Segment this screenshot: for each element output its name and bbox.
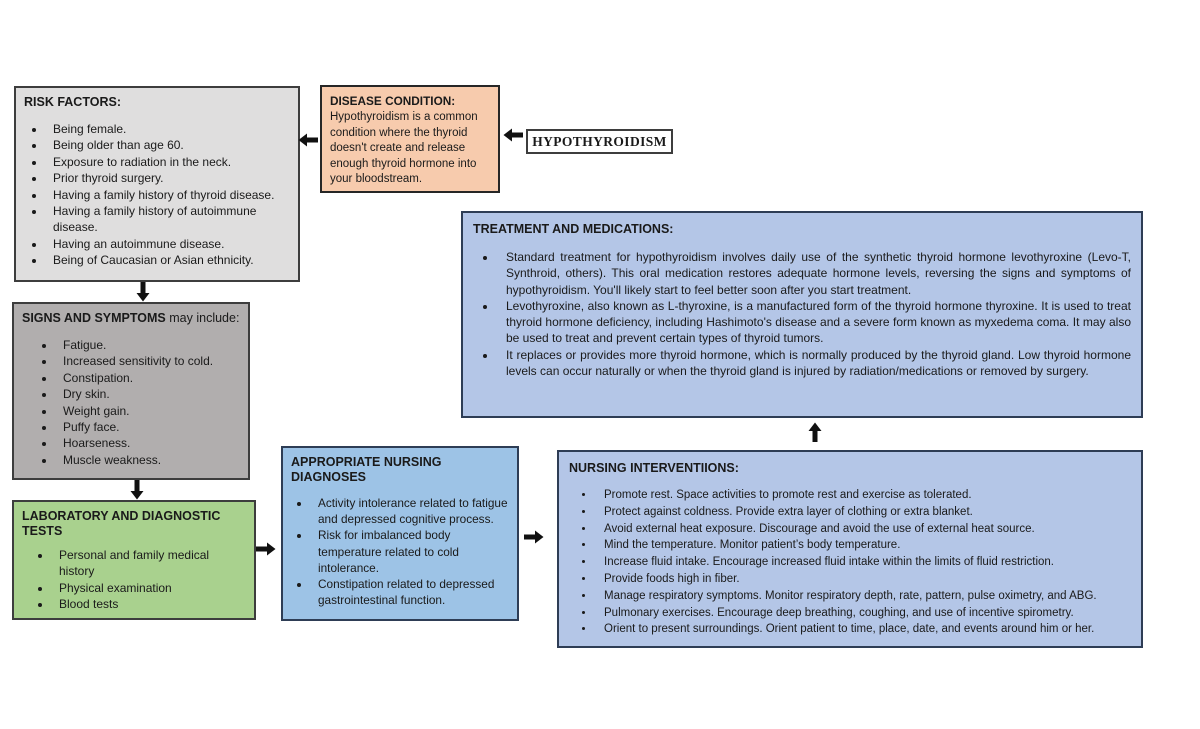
- list-item: Increase fluid intake. Encourage increas…: [595, 554, 1131, 571]
- list-item: Being older than age 60.: [46, 137, 290, 153]
- treatment-medications-heading: TREATMENT AND MEDICATIONS:: [473, 222, 674, 236]
- signs-to-laboratory-arrow-down-icon: [130, 480, 144, 500]
- list-item: Activity intolerance related to fatigue …: [311, 495, 509, 527]
- list-item: Having an autoimmune disease.: [46, 236, 290, 252]
- list-item: Provide foods high in fiber.: [595, 571, 1131, 588]
- list-item: Having a family history of thyroid disea…: [46, 187, 290, 203]
- list-item: Orient to present surroundings. Orient p…: [595, 621, 1131, 638]
- laboratory-tests-list: Personal and family medical history Phys…: [22, 547, 246, 613]
- nursing-interventions-list: Promote rest. Space activities to promot…: [569, 487, 1131, 638]
- signs-symptoms-box: SIGNS AND SYMPTOMS may include: Fatigue.…: [12, 302, 250, 480]
- list-item: Mind the temperature. Monitor patient’s …: [595, 537, 1131, 554]
- laboratory-tests-box: LABORATORY AND DIAGNOSTIC TESTS Personal…: [12, 500, 256, 620]
- list-item: Constipation.: [56, 370, 240, 386]
- list-item: Increased sensitivity to cold.: [56, 353, 240, 369]
- list-item: Exposure to radiation in the neck.: [46, 154, 290, 170]
- nursing-diagnoses-box: APPROPRIATE NURSING DIAGNOSES Activity i…: [281, 446, 519, 621]
- nursing-interventions-heading: NURSING INTERVENTIIONS:: [569, 461, 739, 475]
- risk-factors-heading: RISK FACTORS:: [24, 95, 121, 109]
- risk-factors-list: Being female. Being older than age 60. E…: [24, 121, 290, 269]
- list-item: Dry skin.: [56, 386, 240, 402]
- laboratory-to-diagnoses-arrow-right-icon: [256, 542, 276, 556]
- list-item: It replaces or provides more thyroid hor…: [497, 347, 1131, 380]
- list-item: Pulmonary exercises. Encourage deep brea…: [595, 605, 1131, 622]
- list-item: Protect against coldness. Provide extra …: [595, 504, 1131, 521]
- list-item: Being of Caucasian or Asian ethnicity.: [46, 252, 290, 268]
- list-item: Standard treatment for hypothyroidism in…: [497, 249, 1131, 298]
- hypothyroidism-title-box: HYPOTHYROIDISM: [526, 129, 673, 154]
- list-item: Being female.: [46, 121, 290, 137]
- disease-condition-heading: DISEASE CONDITION:: [330, 94, 456, 108]
- signs-symptoms-heading: SIGNS AND SYMPTOMS may include:: [22, 311, 240, 325]
- risk-to-signs-arrow-down-icon: [136, 282, 150, 302]
- disease-condition-text: Hypothyroidism is a common condition whe…: [330, 111, 478, 186]
- list-item: Hoarseness.: [56, 435, 240, 451]
- list-item: Blood tests: [52, 596, 246, 612]
- interventions-to-treatment-arrow-up-icon: [808, 422, 822, 442]
- signs-symptoms-list: Fatigue. Increased sensitivity to cold. …: [22, 337, 240, 468]
- list-item: Avoid external heat exposure. Discourage…: [595, 521, 1131, 538]
- list-item: Risk for imbalanced body temperature rel…: [311, 527, 509, 576]
- list-item: Fatigue.: [56, 337, 240, 353]
- risk-factors-box: RISK FACTORS: Being female. Being older …: [14, 86, 300, 282]
- list-item: Promote rest. Space activities to promot…: [595, 487, 1131, 504]
- list-item: Weight gain.: [56, 403, 240, 419]
- disease-to-risk-arrow-left-icon: [298, 133, 318, 147]
- treatment-medications-box: TREATMENT AND MEDICATIONS: Standard trea…: [461, 211, 1143, 418]
- disease-condition-box: DISEASE CONDITION: Hypothyroidism is a c…: [320, 85, 500, 193]
- hypothyroidism-to-disease-arrow-left-icon: [503, 128, 523, 142]
- treatment-medications-list: Standard treatment for hypothyroidism in…: [473, 249, 1131, 379]
- list-item: Constipation related to depressed gastro…: [311, 576, 509, 608]
- list-item: Levothyroxine, also known as L-thyroxine…: [497, 298, 1131, 347]
- list-item: Personal and family medical history: [52, 547, 246, 580]
- list-item: Physical examination: [52, 580, 246, 596]
- nursing-diagnoses-heading: APPROPRIATE NURSING DIAGNOSES: [291, 455, 442, 484]
- nursing-interventions-box: NURSING INTERVENTIIONS: Promote rest. Sp…: [557, 450, 1143, 648]
- list-item: Muscle weakness.: [56, 452, 240, 468]
- list-item: Having a family history of autoimmune di…: [46, 203, 290, 236]
- laboratory-tests-heading: LABORATORY AND DIAGNOSTIC TESTS: [22, 509, 221, 538]
- hypothyroidism-title: HYPOTHYROIDISM: [532, 133, 667, 149]
- list-item: Manage respiratory symptoms. Monitor res…: [595, 588, 1131, 605]
- nursing-diagnoses-list: Activity intolerance related to fatigue …: [291, 495, 509, 608]
- diagnoses-to-interventions-arrow-right-icon: [524, 530, 544, 544]
- list-item: Prior thyroid surgery.: [46, 170, 290, 186]
- list-item: Puffy face.: [56, 419, 240, 435]
